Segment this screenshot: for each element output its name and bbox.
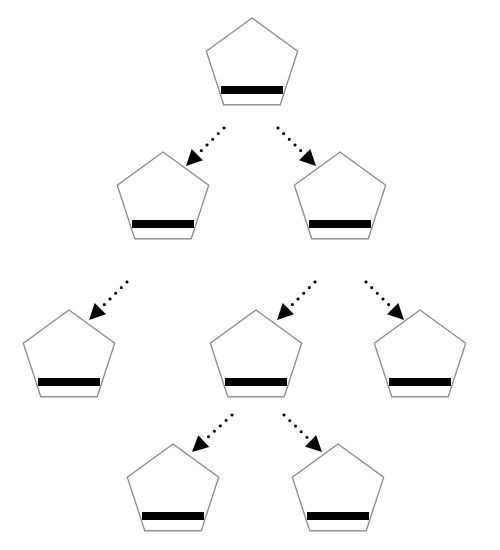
edge-n1-n3 xyxy=(276,126,316,166)
pentagon-shape xyxy=(116,151,210,240)
pentagon-shape xyxy=(22,309,116,398)
bar-marker xyxy=(389,378,451,386)
bar-marker xyxy=(142,512,204,520)
dotted-connector xyxy=(203,413,234,442)
dotted-connector xyxy=(100,280,129,309)
bar-marker xyxy=(307,512,369,520)
pentagon-shape xyxy=(373,309,467,398)
pentagon-shape xyxy=(209,309,303,398)
bar-marker xyxy=(221,86,283,94)
edge-n3-n6 xyxy=(364,280,404,320)
bar-marker xyxy=(225,378,287,386)
edge-n3-n5 xyxy=(277,280,317,320)
edge-n5-n8 xyxy=(282,413,322,452)
arrowhead-icon xyxy=(299,149,316,166)
node-n6 xyxy=(373,309,467,398)
pentagon-shape xyxy=(205,17,299,106)
bar-marker xyxy=(38,378,100,386)
dotted-connector xyxy=(288,280,317,309)
dotted-connector xyxy=(276,126,305,155)
bar-marker xyxy=(309,220,371,228)
dotted-connector xyxy=(364,280,393,309)
edges-layer xyxy=(89,126,404,452)
arrowhead-icon xyxy=(277,303,294,320)
node-n7 xyxy=(126,443,220,532)
dotted-connector xyxy=(282,413,311,441)
pentagon-shape xyxy=(126,443,220,532)
pentagon-shape xyxy=(291,443,385,532)
bar-marker xyxy=(132,220,194,228)
node-n3 xyxy=(293,151,387,240)
arrowhead-icon xyxy=(192,435,210,452)
node-n2 xyxy=(116,151,210,240)
arrowhead-icon xyxy=(387,303,404,320)
arrowhead-icon xyxy=(305,435,322,452)
arrowhead-icon xyxy=(89,303,106,320)
arrowhead-icon xyxy=(186,149,203,166)
node-n5 xyxy=(209,309,303,398)
edge-n5-n7 xyxy=(192,413,234,452)
pentagon-shape xyxy=(293,151,387,240)
edge-n2-n4 xyxy=(89,280,129,320)
dotted-connector xyxy=(197,126,226,155)
node-n1 xyxy=(205,17,299,106)
node-n4 xyxy=(22,309,116,398)
edge-n1-n2 xyxy=(186,126,226,166)
nodes-layer xyxy=(22,17,467,532)
node-n8 xyxy=(291,443,385,532)
